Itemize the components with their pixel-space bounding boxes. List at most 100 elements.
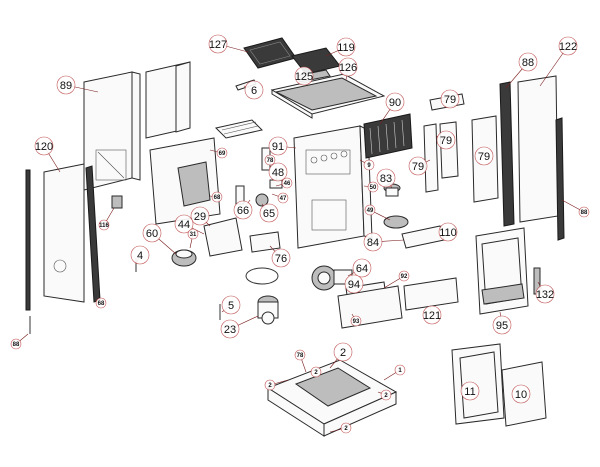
callout-label: 47: [280, 196, 287, 202]
callout-c10: 10: [511, 384, 531, 404]
callout-c119: 119: [325, 37, 356, 57]
callout-ring: [408, 156, 428, 176]
callout-label: 78: [267, 158, 274, 164]
callout-c78a: 78: [264, 154, 276, 166]
callout-ring: [294, 66, 314, 86]
callout-c4: 4: [130, 245, 150, 265]
callout-ring: [398, 270, 410, 282]
callout-label: 2: [344, 426, 348, 432]
callout-label: 69: [219, 151, 226, 157]
callout-label: 83: [380, 173, 392, 185]
callout-label: 127: [209, 39, 227, 51]
part-wiring: [245, 267, 279, 285]
callout-ring: [364, 204, 376, 216]
callout-label: 68: [214, 195, 221, 201]
callout-label: 64: [356, 263, 368, 275]
part-auger-29: [203, 217, 243, 257]
callout-label: 125: [295, 71, 313, 83]
callout-c1: 1: [383, 364, 406, 381]
callout-c91: 91: [268, 136, 297, 156]
callout-label: 49: [367, 208, 374, 214]
callout-label: 88: [13, 342, 20, 348]
callout-label: 89: [60, 80, 72, 92]
part-ash-tray-110: [401, 225, 445, 249]
callout-c79b: 79: [435, 130, 456, 150]
callout-ring: [338, 57, 358, 77]
callout-ring: [294, 349, 306, 361]
callout-ring: [142, 223, 162, 243]
callout-c94: 94: [344, 274, 364, 294]
part-top-grate-127: [243, 37, 297, 69]
part-left-panel-120: [43, 163, 85, 303]
callout-c79d: 79: [474, 146, 494, 166]
callout-c84: 84: [363, 232, 405, 252]
callout-c95: 95: [492, 311, 512, 335]
part-motor-60: [171, 249, 197, 267]
callout-ring: [535, 284, 555, 304]
callout-label: 90: [389, 97, 401, 109]
callout-c89: 89: [56, 75, 99, 95]
callout-ring: [174, 214, 194, 234]
callout-label: 2: [314, 370, 318, 376]
part-door-95: [475, 227, 529, 315]
callout-ring: [216, 147, 228, 159]
callout-ring: [130, 245, 150, 265]
callout-label: 76: [275, 253, 287, 265]
callout-ring: [385, 92, 405, 112]
callout-ring: [208, 34, 228, 54]
callout-label: 79: [412, 161, 424, 173]
callout-c68b: 68: [95, 297, 107, 309]
callout-ring: [344, 274, 364, 294]
callout-c48: 48: [268, 162, 288, 182]
callout-ring: [422, 305, 442, 325]
callout-c64: 64: [347, 258, 372, 278]
callout-label: 119: [337, 42, 355, 54]
callout-label: 92: [401, 274, 408, 280]
callout-label: 116: [99, 223, 109, 229]
callout-c49: 49: [364, 204, 391, 221]
callout-label: 31: [190, 232, 197, 238]
callout-ring: [558, 36, 578, 56]
callout-ring: [363, 159, 375, 171]
callout-ring: [340, 422, 352, 434]
callout-c79c: 79: [408, 156, 431, 176]
callout-label: 4: [137, 250, 143, 262]
callout-c66: 66: [233, 199, 253, 220]
callout-c60: 60: [142, 223, 177, 255]
callout-c68a: 68: [209, 191, 223, 203]
callout-ring: [95, 297, 107, 309]
callout-ring: [436, 130, 456, 150]
callout-ring: [56, 75, 76, 95]
callout-label: 46: [284, 181, 291, 187]
callout-label: 10: [515, 389, 527, 401]
callout-c126: 126: [338, 57, 358, 81]
callout-c69: 69: [209, 147, 228, 159]
callout-label: 121: [423, 310, 441, 322]
callout-c92: 92: [383, 270, 410, 289]
part-bracket-79b: [423, 123, 439, 193]
part-bracket-79c: [439, 121, 459, 179]
callout-label: 122: [559, 41, 577, 53]
callout-ring: [211, 191, 223, 203]
callout-label: 60: [146, 228, 158, 240]
callout-ring: [221, 295, 241, 315]
part-base-frame: [266, 359, 398, 437]
callout-ring: [367, 181, 379, 193]
callout-ring: [350, 315, 362, 327]
callout-ring: [190, 206, 210, 226]
callout-ring: [98, 219, 110, 231]
part-side-deflector-69: [149, 137, 221, 225]
callout-label: 6: [251, 85, 257, 97]
part-bracket-76: [249, 231, 281, 253]
callout-label: 110: [439, 227, 457, 239]
callout-ring: [352, 258, 372, 278]
callout-label: 88: [522, 57, 534, 69]
callout-ring: [438, 222, 458, 242]
callout-ring: [264, 154, 276, 166]
callout-ring: [440, 89, 460, 109]
callout-ring: [363, 232, 383, 252]
callout-ring: [187, 228, 199, 240]
callout-label: 84: [367, 237, 379, 249]
